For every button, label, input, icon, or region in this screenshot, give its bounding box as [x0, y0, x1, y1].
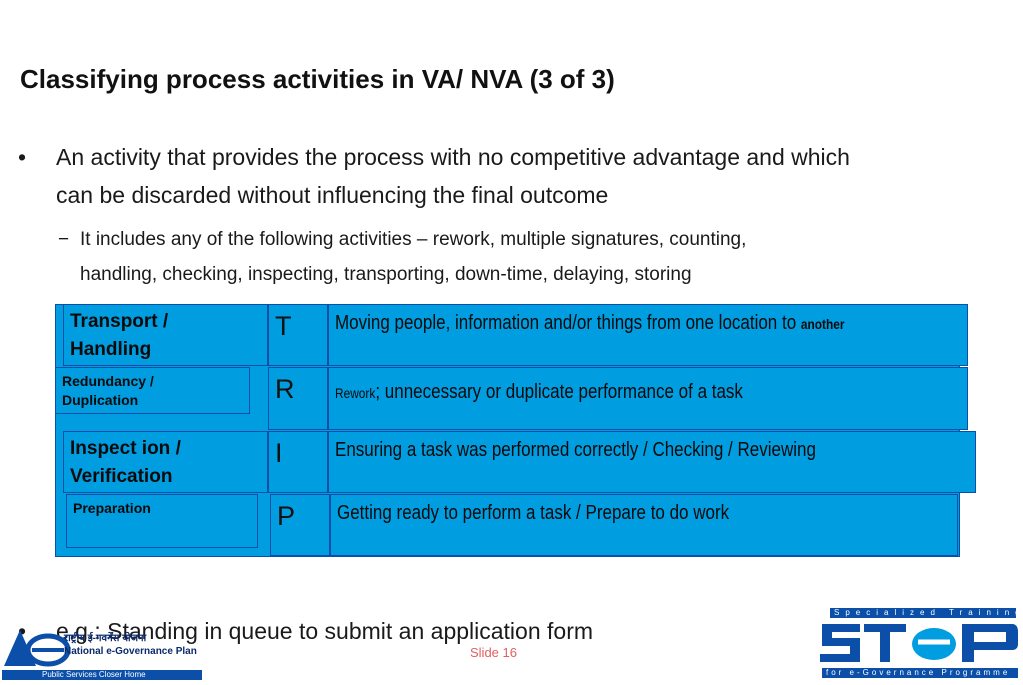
negp-name: National e-Governance Plan: [64, 646, 197, 657]
negp-logo: राष्ट्रीय ई-गवर्नेंस योजना National e-Go…: [2, 622, 202, 680]
label-line: Duplication: [62, 392, 139, 408]
row-letter-r: R: [268, 367, 328, 430]
step-top-text: Specialized Training: [834, 608, 1023, 617]
row-desc-inspection: Ensuring a task was performed correctly …: [328, 431, 976, 493]
slide-number: Slide 16: [470, 645, 517, 660]
row-desc-transport: Moving people, information and/or things…: [328, 304, 968, 366]
label-line: Verification: [70, 466, 173, 487]
bullet-line-2: can be discarded without influencing the…: [56, 182, 609, 208]
label-line: Inspect ion /: [70, 438, 181, 459]
row-letter-i: I: [268, 431, 328, 493]
desc-main: Moving people, information and/or things…: [335, 312, 797, 334]
row-desc-preparation: Getting ready to perform a task / Prepar…: [330, 494, 958, 556]
row-label-inspection: Inspect ion / Verification: [63, 431, 268, 493]
bullet-marker: •: [18, 144, 27, 170]
row-desc-redundancy: Rework; unnecessary or duplicate perform…: [328, 367, 968, 430]
negp-emblem-icon: [2, 630, 202, 680]
row-label-preparation: Preparation: [66, 494, 258, 548]
label-line: Handling: [70, 339, 152, 360]
desc-main: Getting ready to perform a task / Prepar…: [337, 502, 730, 524]
row-letter-p: P: [270, 494, 330, 556]
bullet-no-advantage: • An activity that provides the process …: [18, 138, 1016, 214]
desc-main: ; unnecessary or duplicate performance o…: [375, 381, 743, 403]
step-bottom-text: for e-Governance Programme: [826, 668, 1011, 677]
sub-line-1: It includes any of the following activit…: [80, 229, 747, 250]
bullet-example: • e.g.: Standing in queue to submit an a…: [18, 612, 756, 650]
row-label-transport: Transport / Handling: [63, 304, 268, 366]
row-letter-t: T: [268, 304, 328, 366]
desc-lead: Rework: [335, 385, 376, 401]
desc-tail: another: [800, 316, 845, 332]
slide-title: Classifying process activities in VA/ NV…: [20, 64, 615, 94]
dash-marker: −: [58, 229, 70, 250]
negp-tagline: Public Services Closer Home: [42, 670, 146, 679]
negp-hindi: राष्ट्रीय ई-गवर्नेंस योजना: [64, 633, 147, 644]
sub-line-2: handling, checking, inspecting, transpor…: [80, 264, 692, 285]
bullet-marker: •: [18, 618, 27, 644]
step-top-band: [830, 608, 1016, 618]
label-line: Redundancy /: [62, 373, 154, 389]
sub-bullet-activities: − It includes any of the following activ…: [58, 222, 1000, 292]
bullet-example-text: e.g.: Standing in queue to submit an app…: [56, 618, 594, 644]
step-wordmark-icon: [820, 624, 1018, 662]
label-line: Transport /: [70, 311, 169, 332]
desc-main: Ensuring a task was performed correctly …: [335, 439, 816, 461]
label-line: Preparation: [73, 500, 151, 516]
row-label-redundancy: Redundancy / Duplication: [55, 367, 250, 414]
bullet-line-1: An activity that provides the process wi…: [56, 144, 850, 170]
step-logo: Specialized Training for e-Governance Pr…: [816, 604, 1020, 680]
step-bottom-band: [822, 668, 1018, 678]
